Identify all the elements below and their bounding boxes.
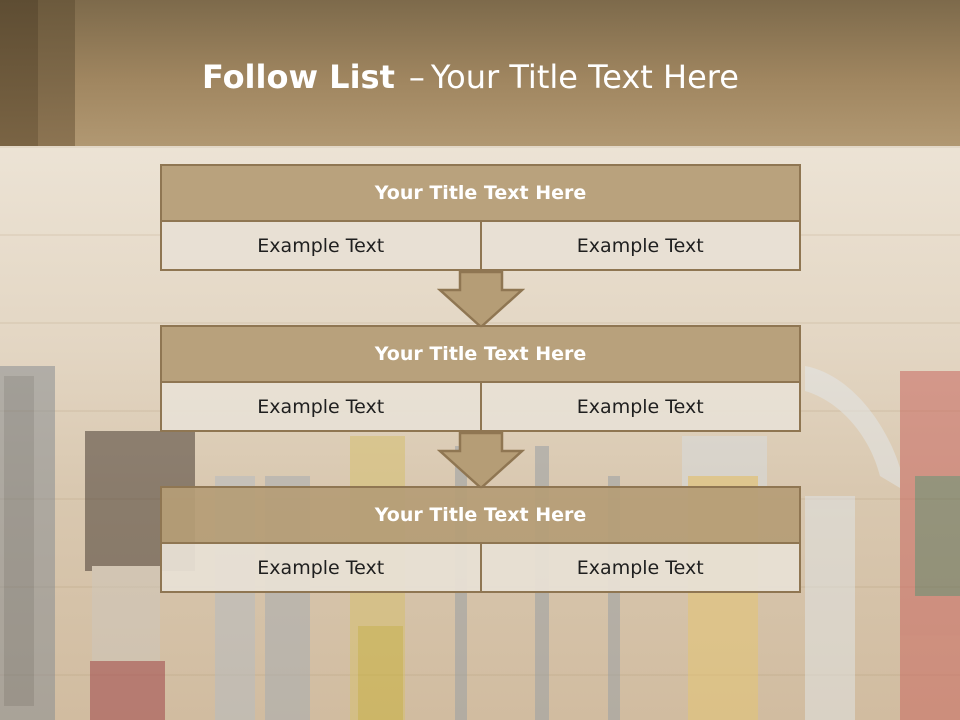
step-cell-left: Example Text [162,383,480,430]
title-dash: – [408,58,425,96]
flow-step-3: Your Title Text Here Example Text Exampl… [160,486,801,593]
flow-step-2: Your Title Text Here Example Text Exampl… [160,325,801,432]
title-rest: Your Title Text Here [430,58,739,96]
down-arrow-icon [437,271,525,329]
flow-step-1: Your Title Text Here Example Text Exampl… [160,164,801,271]
header-band: Follow List–Your Title Text Here [0,0,960,146]
step-title: Your Title Text Here [162,327,799,383]
step-cell-left: Example Text [162,222,480,269]
step-cell-right: Example Text [479,222,799,269]
down-arrow-icon [437,432,525,490]
step-title: Your Title Text Here [162,488,799,544]
step-row: Example Text Example Text [162,222,799,269]
step-cell-right: Example Text [479,383,799,430]
step-title: Your Title Text Here [162,166,799,222]
step-cell-right: Example Text [479,544,799,591]
step-row: Example Text Example Text [162,544,799,591]
header-accent-block [0,0,38,146]
step-cell-left: Example Text [162,544,480,591]
step-row: Example Text Example Text [162,383,799,430]
page-title: Follow List–Your Title Text Here [202,55,739,99]
title-bold: Follow List [202,58,395,96]
header-accent-block-2 [38,0,75,146]
